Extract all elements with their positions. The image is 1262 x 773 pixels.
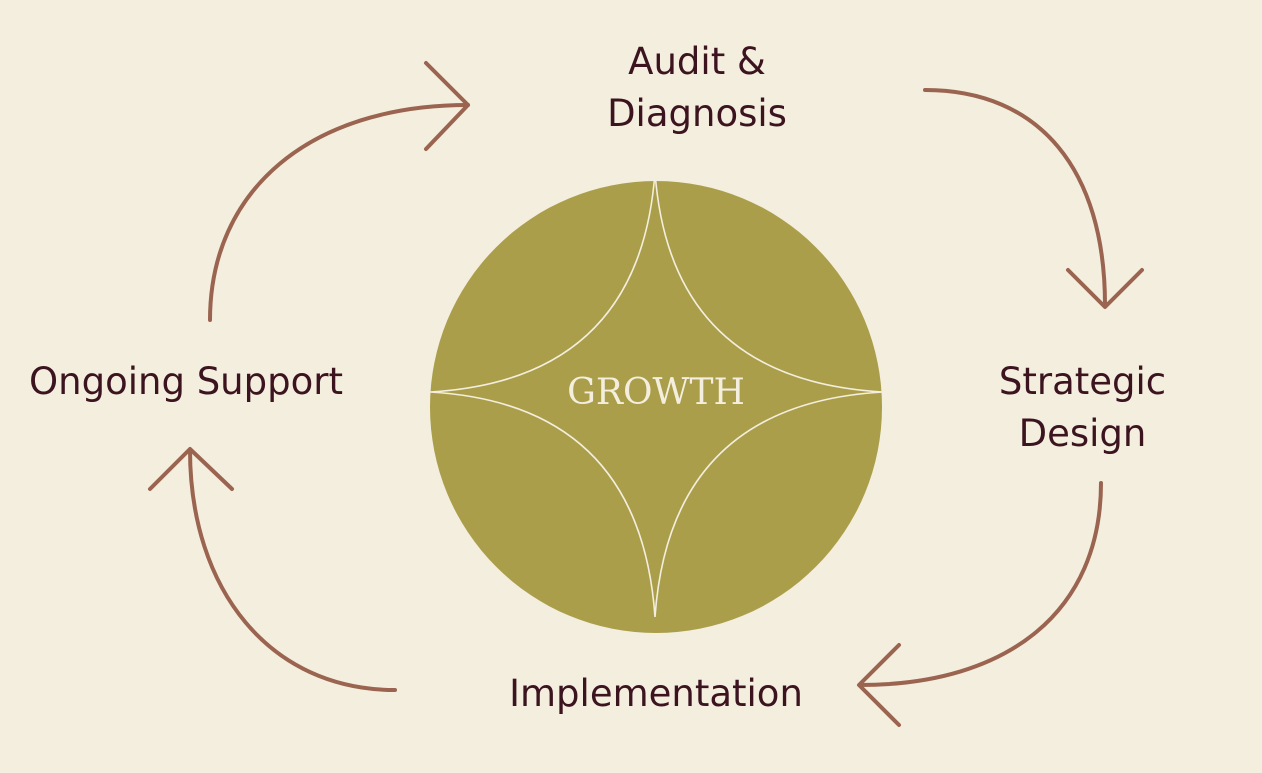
step-strategic-design: Strategic Design (960, 356, 1205, 460)
step-label-line: Ongoing Support (29, 360, 343, 403)
arrowhead-icon (424, 61, 470, 151)
arrow-support-to-audit (208, 103, 470, 322)
arrowhead-icon (148, 447, 234, 491)
four-point-star (429, 171, 884, 618)
step-label-line: Design (1018, 412, 1147, 455)
step-audit-diagnosis: Audit & Diagnosis (572, 36, 822, 140)
arrowhead-icon (857, 643, 901, 727)
step-ongoing-support: Ongoing Support (0, 356, 372, 408)
step-label-line: Diagnosis (607, 92, 787, 135)
center-label: GROWTH (567, 372, 745, 413)
step-implementation: Implementation (456, 668, 856, 720)
step-label-line: Audit & (628, 40, 766, 83)
arrow-strategy-to-implementation (858, 481, 1103, 687)
arrow-audit-to-strategy (923, 88, 1107, 307)
step-label-line: Strategic (998, 360, 1167, 403)
arrow-implementation-to-support (188, 448, 397, 692)
step-label-line: Implementation (509, 672, 803, 715)
growth-circle (430, 181, 882, 633)
arrowhead-icon (1066, 268, 1144, 309)
